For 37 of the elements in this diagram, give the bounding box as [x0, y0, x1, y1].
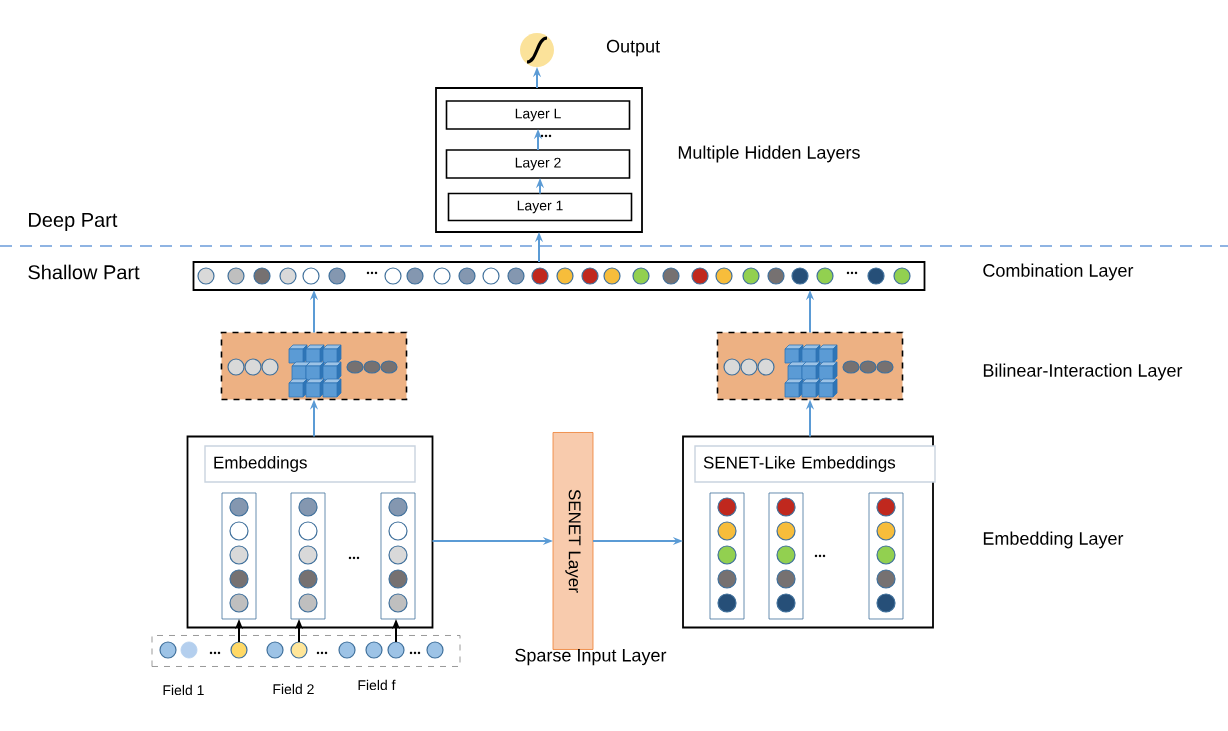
layer-box: Layer 2 [445, 149, 631, 179]
embedding-column [868, 492, 904, 620]
input-box [151, 635, 461, 667]
senet-box: SENET Layer [552, 432, 594, 650]
hidden-layers-box [435, 87, 643, 233]
layer-box: Layer L [445, 100, 631, 130]
input-circle [387, 641, 405, 659]
input-circle [180, 641, 198, 659]
input-circle [230, 641, 248, 659]
layer-label: Embedding Layer [983, 531, 1124, 549]
input-circle [159, 641, 177, 659]
layer-label: Field f [358, 679, 396, 691]
embedding-box: Embeddings [186, 435, 434, 629]
embedding-column [709, 492, 745, 620]
layer-label: Shallow Part [28, 264, 140, 280]
layer-label: Field 1 [163, 684, 204, 696]
input-circle [426, 641, 444, 659]
input-circle [338, 641, 356, 659]
embedding-column [290, 492, 326, 620]
input-circle [365, 641, 383, 659]
bilinear-box [220, 331, 408, 401]
embedding-column [768, 492, 804, 620]
layer-label: Sparse Input Layer [515, 648, 667, 666]
embedding-column [221, 492, 257, 620]
input-circle [266, 641, 284, 659]
combination-bar [192, 261, 926, 291]
input-circle [290, 641, 308, 659]
layer-label: Combination Layer [983, 263, 1134, 281]
layer-box: Layer 1 [447, 192, 633, 222]
layer-label: Deep Part [29, 213, 118, 231]
embedding-column [380, 492, 416, 620]
layer-label: Multiple Hidden Layers [678, 145, 860, 163]
layer-label: Bilinear-Interaction Layer [983, 363, 1183, 381]
node-label: Output [606, 39, 660, 57]
bilinear-box [716, 331, 904, 401]
layer-label: Field 2 [273, 683, 314, 695]
embedding-box: SENET-Like Embeddings [682, 435, 936, 629]
